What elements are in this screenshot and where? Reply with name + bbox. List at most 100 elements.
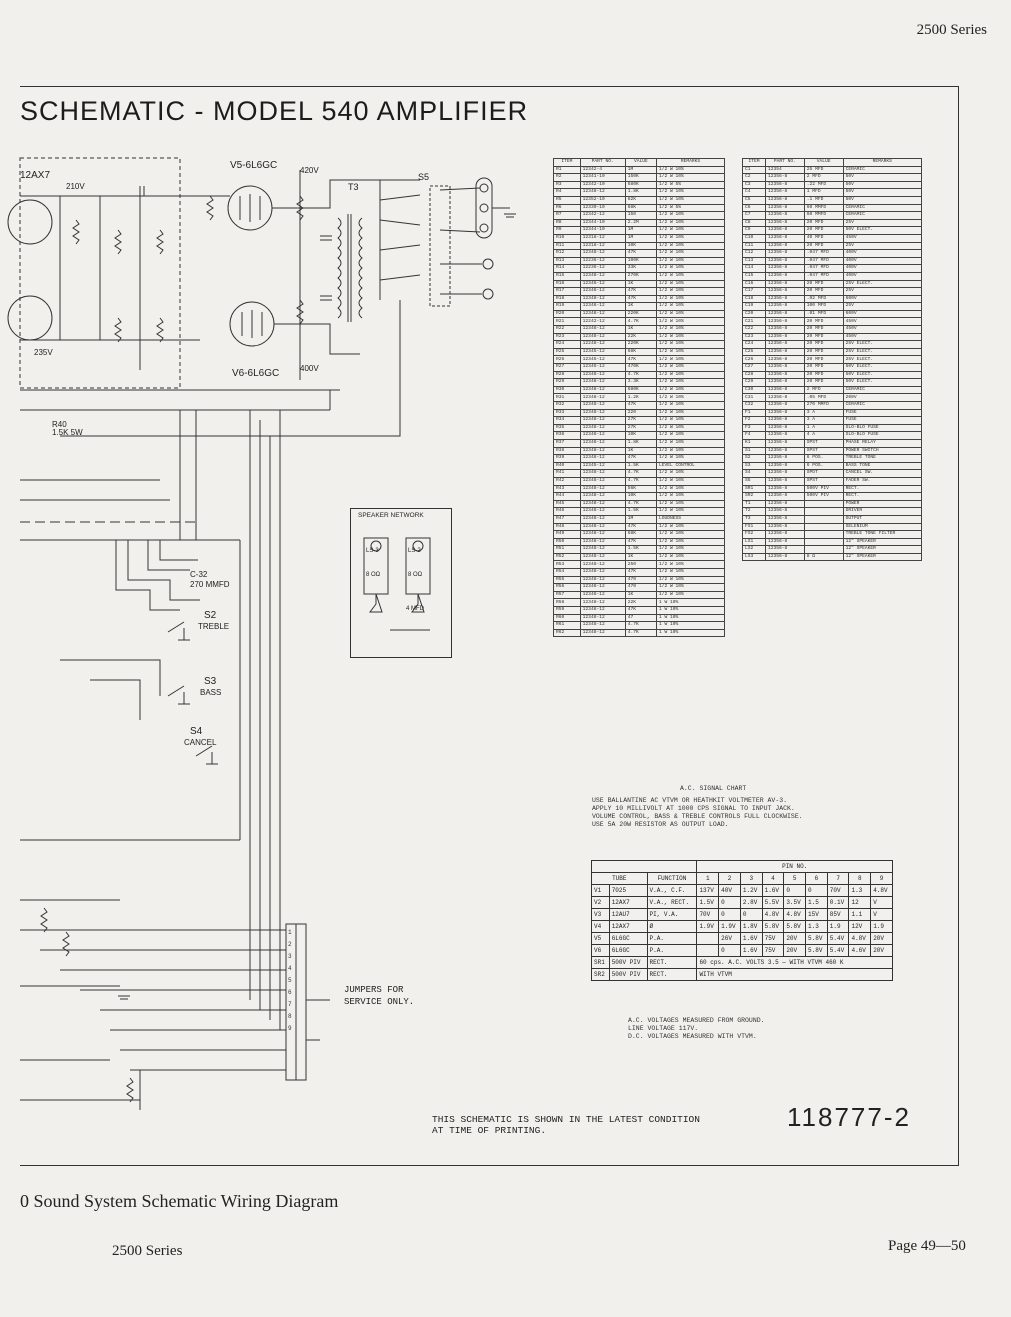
table-cell: 1/2 W 10% xyxy=(655,545,726,554)
table-cell: 1/2 W 10% xyxy=(655,287,726,296)
table-cell: 12356-8 xyxy=(764,363,805,372)
table-cell: T2 xyxy=(742,507,766,516)
table-cell: 20 MFD xyxy=(803,279,844,289)
table-cell: 25V xyxy=(842,241,923,251)
table-cell: 47K xyxy=(624,606,657,615)
table-cell: C16 xyxy=(742,279,766,289)
table-cell: 12348-12 xyxy=(579,492,626,501)
table-cell: 1/2 W 10% xyxy=(655,271,726,281)
table-cell: R52 xyxy=(553,552,581,562)
pin-table-header-cell: 4 xyxy=(761,872,785,885)
table-cell: K1 xyxy=(742,438,766,448)
table-cell: 1/2 W 10% xyxy=(655,484,726,494)
table-cell: 47K xyxy=(624,287,657,296)
table-cell: 1/2 W 10% xyxy=(655,302,726,311)
table-cell: R31 xyxy=(553,393,581,402)
table-cell xyxy=(803,530,844,539)
table-cell: 12" SPEAKER xyxy=(842,552,923,562)
table-cell: R30 xyxy=(553,385,581,395)
table-cell: R33 xyxy=(553,408,581,418)
table-cell: 220K xyxy=(624,309,657,319)
table-cell: C6 xyxy=(742,203,766,213)
svg-text:1: 1 xyxy=(288,929,292,936)
table-cell: 1/2 W 10% xyxy=(655,499,726,509)
table-cell: C14 xyxy=(742,264,766,273)
table-cell: TREBLE TONE FILTER xyxy=(842,530,923,539)
table-cell: 12356-8 xyxy=(764,416,805,425)
table-cell: 12356-8 xyxy=(764,370,805,380)
table-cell: 1/2 W 10% xyxy=(655,264,726,273)
table-cell: 12356-8 xyxy=(764,355,805,365)
table-cell: 1/2 W 10% xyxy=(655,347,726,357)
table-cell: 450V xyxy=(842,332,923,342)
table-cell: 4.7K xyxy=(624,370,657,380)
table-cell: 1/2 W 10% xyxy=(655,325,726,334)
table-cell: 25 MFD xyxy=(803,165,844,175)
pin-table-cell: 5.5V xyxy=(761,896,785,909)
table-cell: 12356-8 xyxy=(764,233,805,243)
table-cell: 1/2 W 10% xyxy=(655,530,726,539)
table-cell: 1/2 W 10% xyxy=(655,363,726,372)
table-cell: R55 xyxy=(553,575,581,585)
table-cell: 1.5K xyxy=(624,507,657,516)
table-cell: 10K xyxy=(624,431,657,440)
table-cell: 22K xyxy=(624,598,657,608)
label-ls3: LS-3 xyxy=(366,548,379,554)
svg-text:3: 3 xyxy=(288,953,292,960)
table-cell: 12348-12 xyxy=(579,560,626,570)
table-cell: 1/2 W 10% xyxy=(655,522,726,532)
table-cell: R38 xyxy=(553,446,581,456)
table-cell: 12356-8 xyxy=(764,180,805,190)
pin-table-cell: 0 xyxy=(718,944,741,957)
table-cell: 12348-12 xyxy=(579,499,626,509)
table-header-cell: VALUE xyxy=(624,158,657,167)
table-cell: RECT. xyxy=(842,492,923,501)
table-cell: 1/2 W 10% xyxy=(655,446,726,456)
table-header-cell: REMARKS xyxy=(842,158,923,167)
table-cell: 12356-8 xyxy=(764,211,805,220)
pin-table-cell: 26V xyxy=(718,932,741,945)
table-cell: 12348-12 xyxy=(579,416,626,425)
table-cell: 12348-12 xyxy=(579,484,626,494)
table-cell: SPST xyxy=(803,476,844,486)
table-cell: 12318-12 xyxy=(579,241,626,251)
table-cell: R26 xyxy=(553,355,581,365)
pin-table-cell: 5.4V xyxy=(826,932,850,945)
table-cell: 20 MFD xyxy=(803,378,844,387)
table-cell: 12356-8 xyxy=(764,279,805,289)
page-number: Page 49—50 xyxy=(888,1238,966,1254)
table-cell: C28 xyxy=(742,370,766,380)
table-cell: 450V xyxy=(842,317,923,327)
pin-table-cell: 20V xyxy=(870,944,893,957)
table-cell: 12356-8 xyxy=(764,401,805,410)
table-header-cell: ITEM xyxy=(742,158,766,167)
table-cell: 47K xyxy=(624,249,657,258)
table-cell: 12348-12 xyxy=(579,271,626,281)
table-cell: 1K xyxy=(624,302,657,311)
pin-table-cell: RECT. xyxy=(646,968,698,981)
table-cell: 1 W 10% xyxy=(655,598,726,608)
signal-note: APPLY 10 MILLIVOLT AT 1000 CPS SIGNAL TO… xyxy=(592,805,795,812)
table-cell: 1/2 W 10% xyxy=(655,385,726,395)
table-cell: 1 W 10% xyxy=(655,613,726,623)
pin-table-cell: 2.8V xyxy=(739,896,763,909)
table-cell: R40 xyxy=(553,461,581,471)
table-cell: R27 xyxy=(553,363,581,372)
label-s3-bass: BASS xyxy=(200,688,222,697)
pin-table-cell: 15V xyxy=(805,908,828,921)
table-cell: 12348-12 xyxy=(579,514,626,524)
